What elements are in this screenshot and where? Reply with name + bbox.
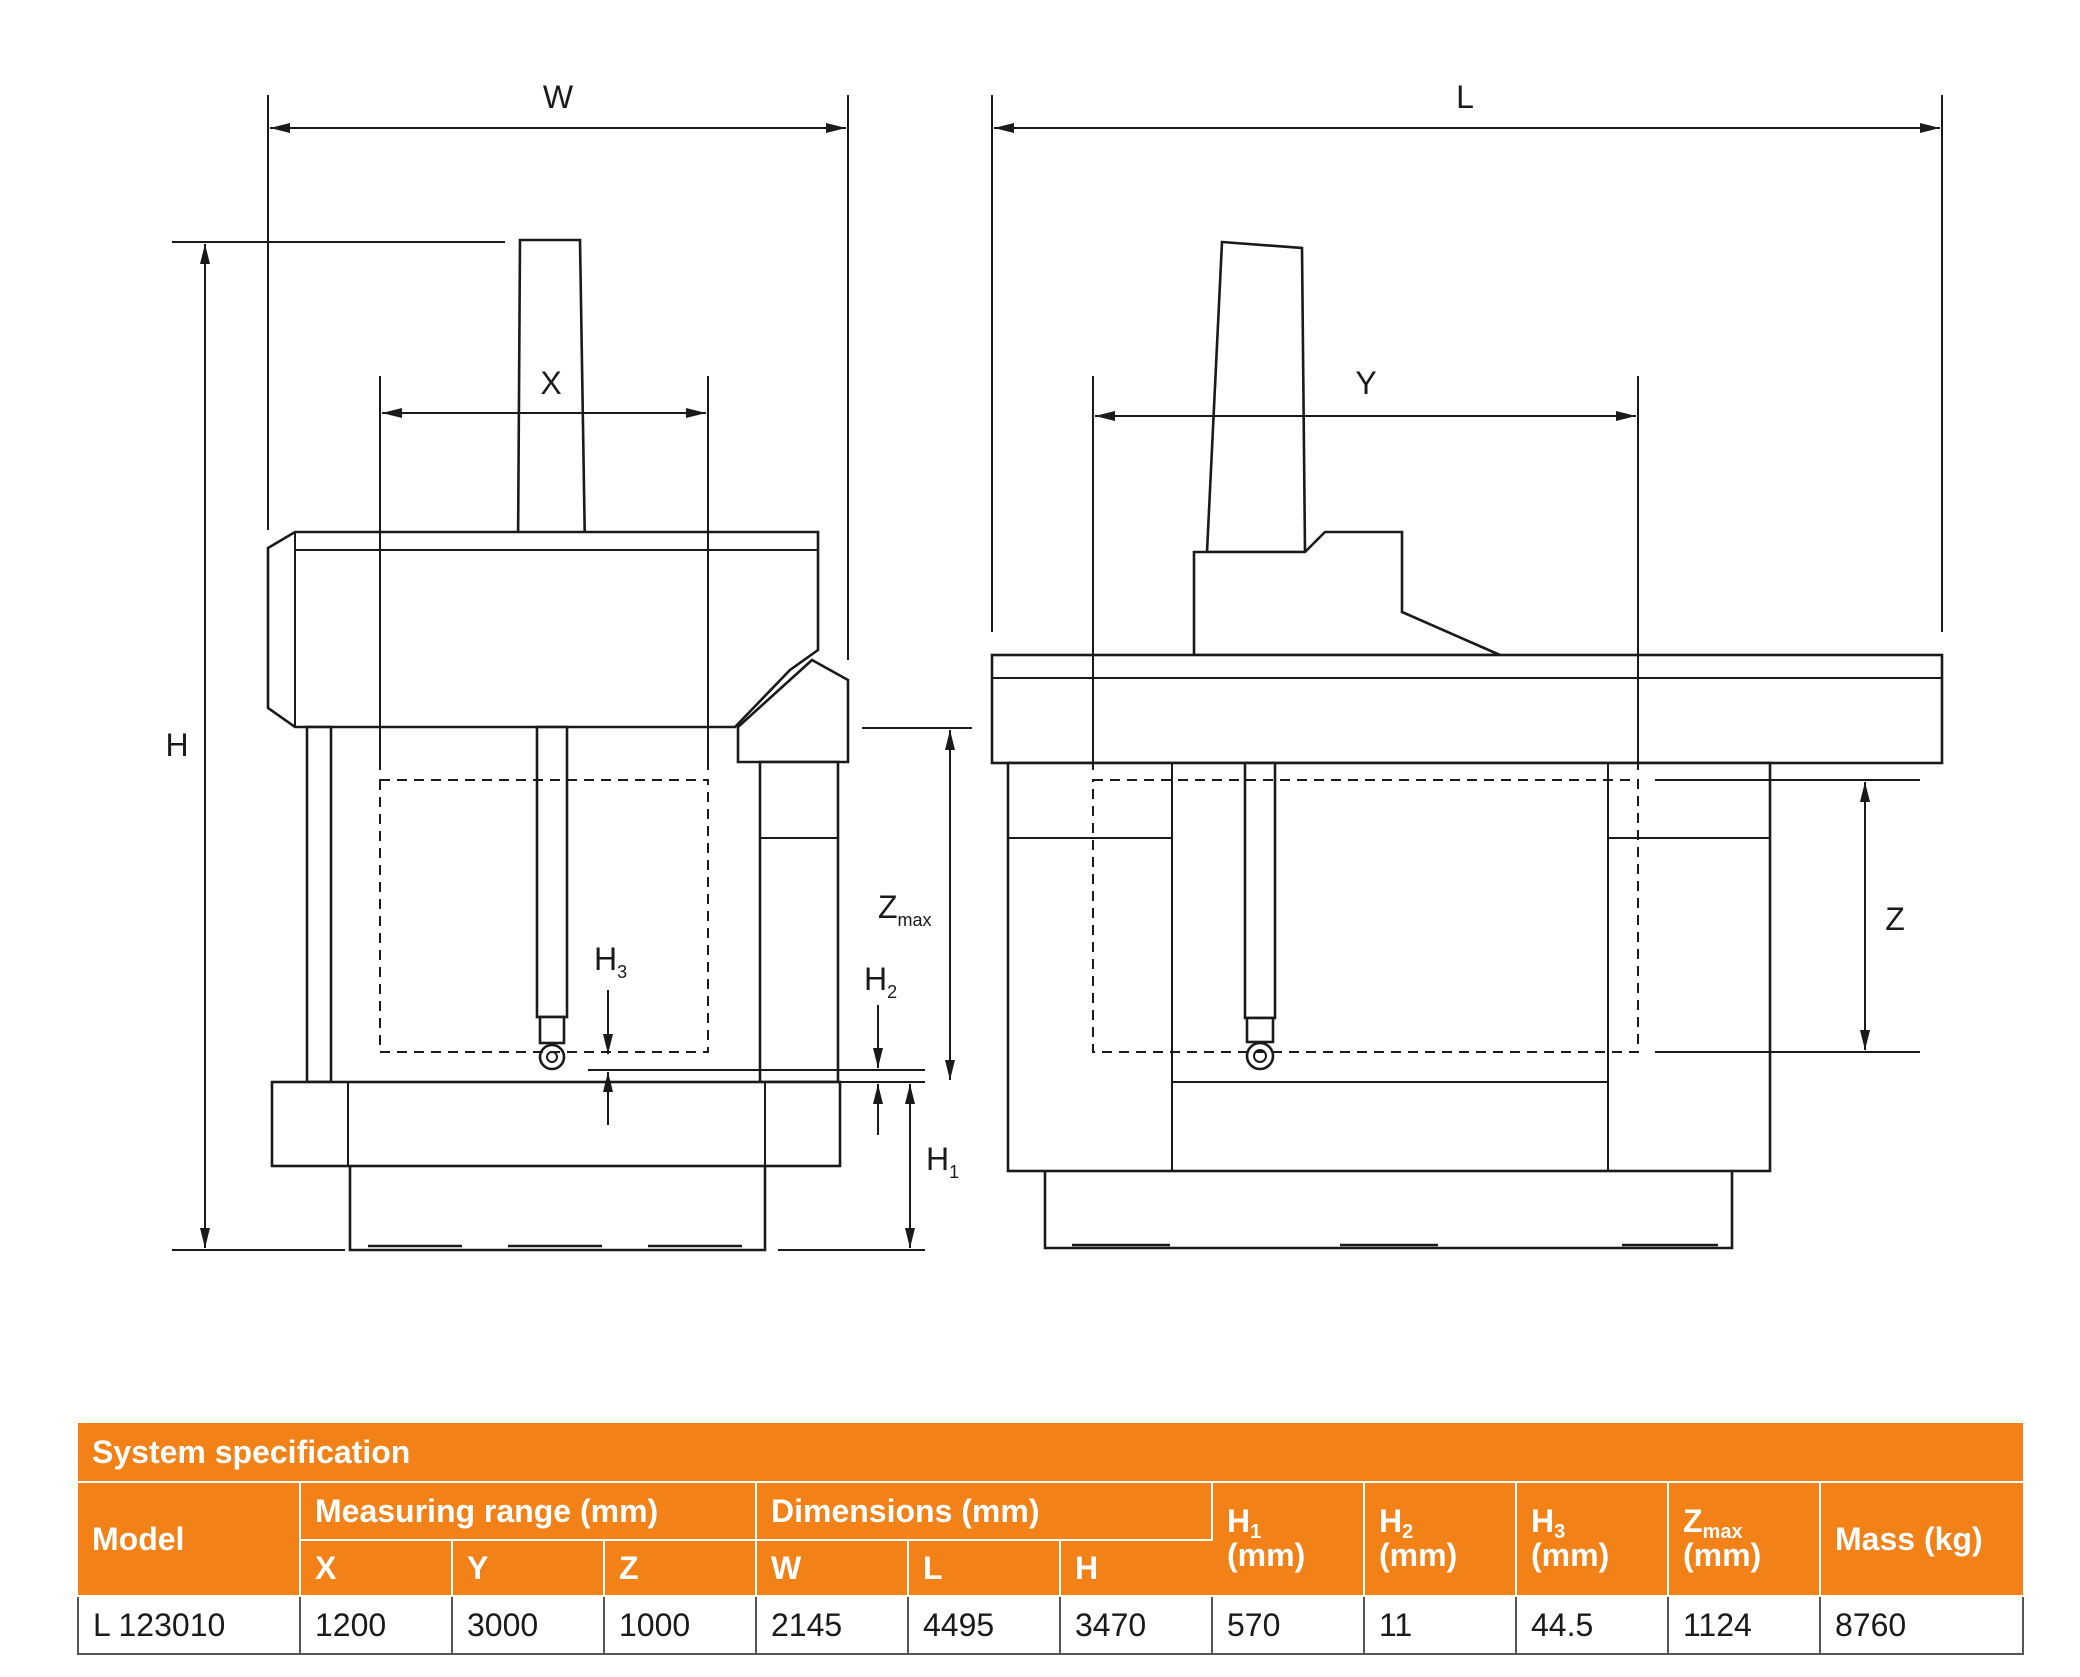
x-label: X bbox=[540, 365, 561, 401]
side-spindle bbox=[1243, 761, 1277, 1020]
h2-label: H2 bbox=[864, 961, 897, 1002]
y-label: Y bbox=[1355, 365, 1376, 401]
h-label: H bbox=[165, 727, 188, 763]
front-right-leg bbox=[758, 760, 840, 1084]
header-x: X bbox=[300, 1540, 453, 1597]
side-body bbox=[1006, 761, 1772, 1173]
z-label: Z bbox=[1885, 901, 1905, 937]
side-bridge-beam bbox=[990, 653, 1944, 765]
cell-h1: 570 bbox=[1211, 1596, 1364, 1655]
cell-zmax: 1124 bbox=[1667, 1596, 1820, 1655]
side-probe-head bbox=[1245, 1016, 1275, 1044]
header-h3: H3 (mm) bbox=[1516, 1482, 1669, 1597]
h3-label: H3 bbox=[594, 941, 627, 982]
cell-h3: 44.5 bbox=[1515, 1596, 1668, 1655]
system-specification-table: System specification Model Measuring ran… bbox=[77, 1423, 2025, 1655]
front-left-leg bbox=[305, 725, 333, 1084]
header-z: Z bbox=[604, 1540, 757, 1597]
front-right-column-head bbox=[736, 658, 850, 764]
header-h: H bbox=[1060, 1540, 1212, 1597]
header-w: W bbox=[756, 1540, 909, 1597]
side-measuring-volume bbox=[1092, 779, 1639, 1053]
side-probe-tip bbox=[1245, 1041, 1275, 1071]
front-base bbox=[348, 1166, 767, 1252]
side-base bbox=[1043, 1171, 1734, 1250]
header-h2: H2 (mm) bbox=[1364, 1482, 1517, 1597]
cell-mass: 8760 bbox=[1818, 1596, 2025, 1655]
h1-label: H1 bbox=[926, 1141, 959, 1182]
table-title: System specification bbox=[78, 1423, 2024, 1483]
front-probe-tip bbox=[538, 1043, 566, 1071]
front-measuring-volume bbox=[379, 779, 709, 1053]
header-h1: H1 (mm) bbox=[1212, 1482, 1365, 1597]
cell-w: 2145 bbox=[755, 1596, 908, 1655]
table-row: L 123010 1200 3000 1000 2145 4495 3470 5… bbox=[77, 1596, 2025, 1655]
zmax-label: Zmax bbox=[878, 889, 932, 930]
side-ram bbox=[1205, 240, 1307, 554]
front-probe-head bbox=[538, 1015, 566, 1045]
side-view bbox=[990, 95, 1944, 1250]
front-granite-table bbox=[270, 1080, 842, 1168]
front-spindle bbox=[535, 725, 569, 1019]
cell-l: 4495 bbox=[907, 1596, 1060, 1655]
front-view bbox=[172, 95, 972, 1252]
header-l: L bbox=[908, 1540, 1061, 1597]
l-label: L bbox=[1456, 79, 1474, 115]
header-y: Y bbox=[452, 1540, 605, 1597]
cell-y: 3000 bbox=[451, 1596, 604, 1655]
cell-z: 1000 bbox=[603, 1596, 756, 1655]
cell-h: 3470 bbox=[1059, 1596, 1212, 1655]
cell-h2: 11 bbox=[1363, 1596, 1516, 1655]
w-label: W bbox=[543, 79, 574, 115]
cell-x: 1200 bbox=[299, 1596, 452, 1655]
header-measuring-range: Measuring range (mm) bbox=[300, 1482, 757, 1541]
header-mass: Mass (kg) bbox=[1820, 1482, 2024, 1597]
header-zmax: Zmax (mm) bbox=[1668, 1482, 1821, 1597]
cell-model: L 123010 bbox=[77, 1596, 300, 1655]
header-dimensions: Dimensions (mm) bbox=[756, 1482, 1213, 1541]
front-bridge-beam bbox=[266, 530, 820, 729]
header-model: Model bbox=[78, 1482, 301, 1597]
cmm-dimension-drawing: W X H Zmax H1 H2 H3 bbox=[165, 79, 1944, 1252]
